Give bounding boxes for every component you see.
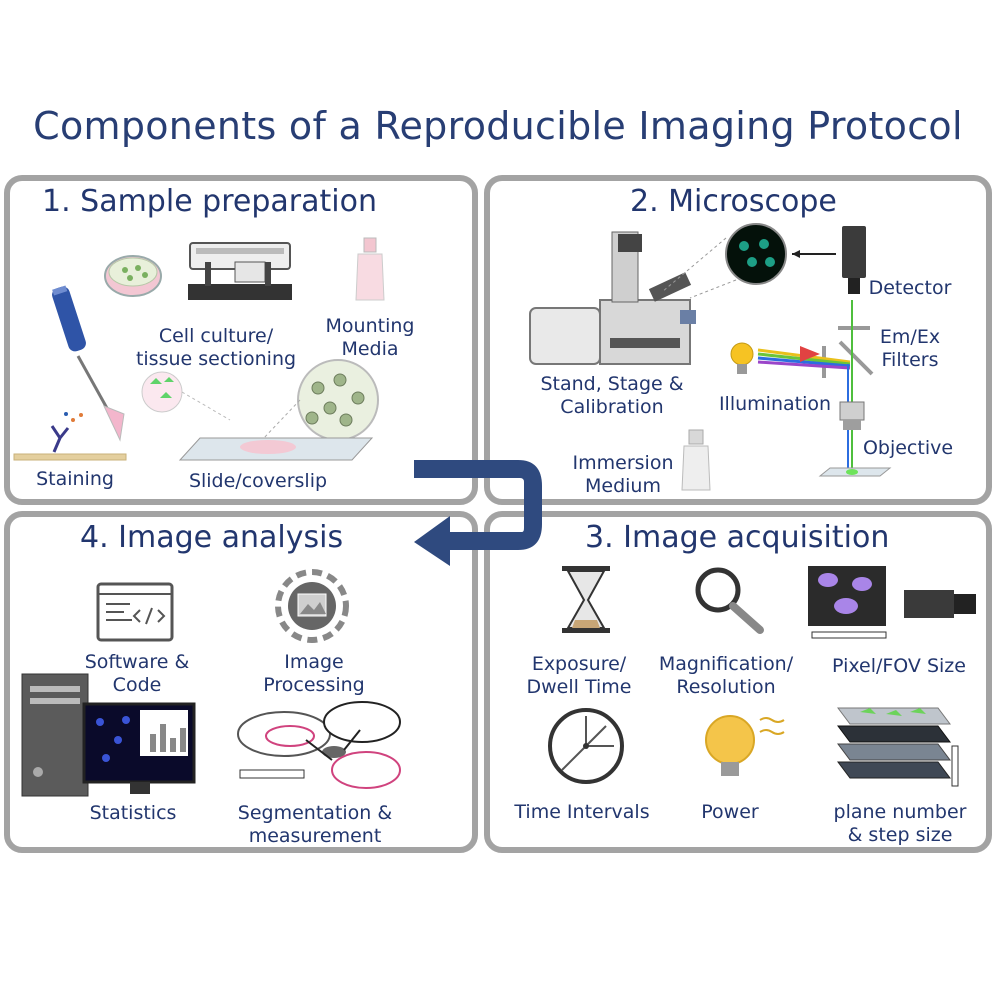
sample-image-zoom-icon <box>661 223 787 299</box>
segmentation-icon <box>237 701 401 789</box>
label-time-intervals: Time Intervals <box>514 801 650 823</box>
lab-bench-graphic <box>13 453 127 461</box>
objective-lens-icon <box>818 401 892 477</box>
label-statistics: Statistics <box>89 802 177 824</box>
label-em-ex-filters: Em/Ex Filters <box>879 326 941 371</box>
power-lightbulb-icon <box>705 715 785 776</box>
monitor-icon <box>82 702 196 794</box>
label-staining: Staining <box>36 468 114 490</box>
label-stand-stage: Stand, Stage & Calibration <box>540 373 684 418</box>
mounting-media-bottle-icon <box>355 237 385 301</box>
label-mounting-media: Mounting Media <box>325 315 415 360</box>
antibody-icon <box>50 412 83 453</box>
label-software-code: Software & Code <box>84 651 190 696</box>
petri-dish-icon <box>104 255 162 297</box>
panel-title-image-acquisition: 3. Image acquisition <box>585 520 890 555</box>
image-processing-icon <box>275 569 349 643</box>
microtome-icon <box>188 242 292 300</box>
pipette-icon <box>52 285 125 442</box>
code-window-icon <box>96 582 174 642</box>
camera-icon <box>904 590 976 618</box>
label-objective: Objective <box>862 437 954 459</box>
clock-icon <box>548 708 624 784</box>
panel-title-sample-preparation: 1. Sample preparation <box>42 184 377 219</box>
label-immersion-medium: Immersion Medium <box>572 452 674 497</box>
cells-zoom-icon <box>141 371 231 421</box>
panel-title-image-analysis: 4. Image analysis <box>80 520 344 555</box>
immersion-medium-bottle-icon <box>681 429 711 491</box>
lightbulb-icon <box>730 342 754 374</box>
panel-title-microscope: 2. Microscope <box>630 184 837 219</box>
label-slide-coverslip: Slide/coverslip <box>188 470 328 492</box>
label-cell-culture: Cell culture/ tissue sectioning <box>135 325 297 370</box>
label-image-processing: Image Processing <box>263 651 365 696</box>
label-detector: Detector <box>868 277 952 299</box>
label-pixel-fov-size: Pixel/FOV Size <box>832 655 966 677</box>
tissue-zoom-icon <box>261 359 379 441</box>
label-exposure-dwell-time: Exposure/ Dwell Time <box>526 653 632 698</box>
label-illumination: Illumination <box>718 393 832 415</box>
z-stack-icon <box>837 707 959 787</box>
computer-tower-icon <box>21 673 89 797</box>
flow-arrow <box>414 460 542 566</box>
label-plane-number: plane number & step size <box>833 801 967 846</box>
detector-camera-icon <box>792 226 866 294</box>
label-magnification-resolution: Magnification/ Resolution <box>658 653 794 698</box>
hourglass-icon <box>562 566 610 633</box>
label-segmentation-measurement: Segmentation & measurement <box>237 802 393 847</box>
magnifying-glass-icon <box>695 567 764 634</box>
page-title: Components of a Reproducible Imaging Pro… <box>33 104 963 148</box>
label-power: Power <box>701 801 759 823</box>
microscope-stand-icon <box>529 231 696 365</box>
pixel-grid-icon <box>808 566 887 639</box>
slide-icon <box>178 437 374 461</box>
